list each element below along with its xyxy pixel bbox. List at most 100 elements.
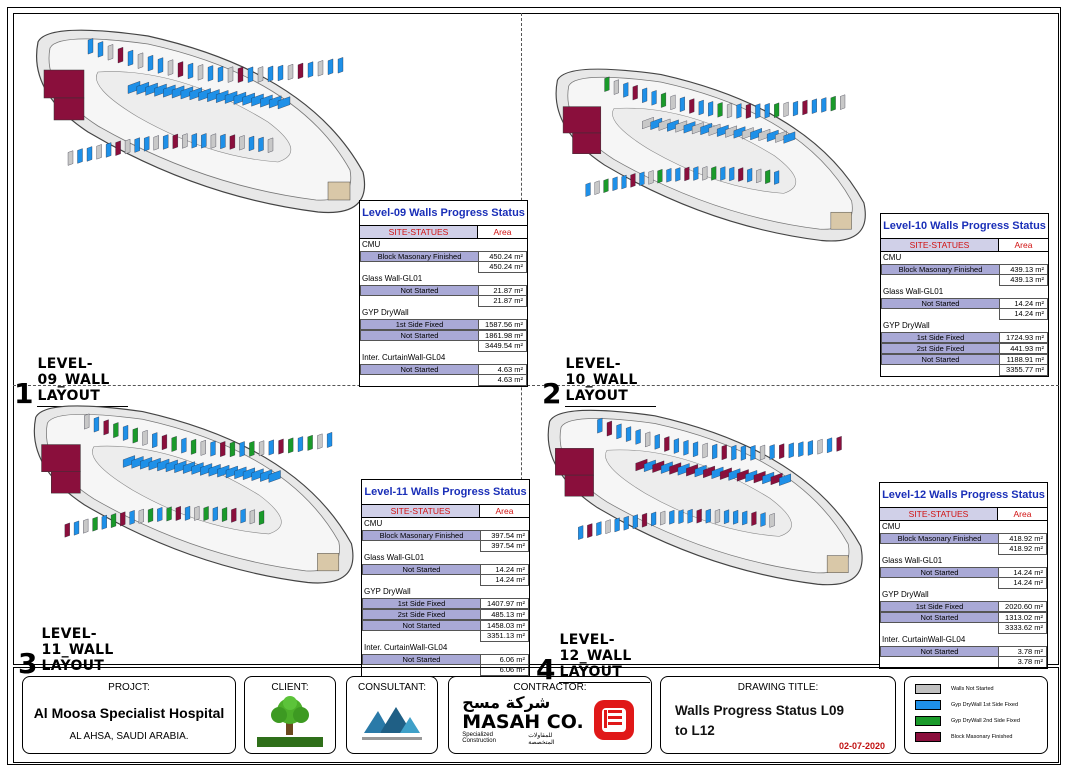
drawing-frame [13, 13, 1059, 665]
wall-segment [721, 444, 727, 461]
wall-segment [670, 94, 676, 110]
masonry-room [564, 474, 594, 497]
wall-segment [613, 79, 619, 95]
client-logo-tree-icon [257, 696, 323, 747]
wall-segment [268, 439, 274, 456]
wall-segment [317, 60, 324, 77]
wall-segment [166, 506, 172, 522]
total-spacer [880, 544, 998, 555]
area-cell: 450.24 m² [478, 251, 527, 262]
group-total-row: 14.24 m² [880, 578, 1047, 589]
wall-segment [197, 64, 204, 81]
group-total: 21.87 m² [478, 296, 527, 307]
status-cell: 2st Side Fixed [881, 343, 999, 354]
wall-segment [657, 169, 663, 184]
core-wall [191, 462, 204, 475]
legend-label: Gyp DryWall 1st Side Fixed [951, 702, 1019, 708]
wall-segment [623, 82, 629, 98]
wall-segment [210, 440, 216, 457]
core-wall [703, 465, 715, 479]
wall-segment [642, 87, 648, 103]
floor-plan-level-09[interactable] [28, 22, 378, 227]
contractor-tagline-ar: للمقاولات المتخصصة [528, 733, 555, 746]
wall-segment [614, 517, 620, 533]
wall-segment [724, 509, 730, 525]
wall-segment [738, 167, 744, 182]
wall-segment [751, 511, 757, 526]
wall-segment [77, 148, 83, 164]
status-cell: Not Started [360, 364, 478, 375]
area-cell: 1188.91 m² [999, 354, 1048, 365]
area-cell: 1587.56 m² [478, 319, 527, 330]
wall-segment [83, 518, 89, 534]
core-wall [251, 93, 264, 107]
wall-segment [144, 136, 150, 152]
floor-plan-level-10[interactable] [548, 58, 878, 258]
group-name: Inter. CurtainWall-GL04 [362, 353, 446, 362]
wall-segment [152, 432, 158, 449]
wall-segment [661, 92, 666, 108]
wall-segment [621, 174, 627, 190]
group-name: Inter. CurtainWall-GL04 [882, 635, 966, 644]
floor-plan-level-11[interactable] [26, 395, 366, 600]
wall-segment [779, 443, 785, 459]
wall-segment [669, 509, 675, 525]
masonry-room [41, 444, 81, 472]
wall-segment [200, 439, 206, 456]
consultant-heading: CONSULTANT: [358, 682, 426, 693]
wall-segment [297, 62, 304, 80]
layout-number: 3 [18, 647, 38, 680]
total-spacer [881, 275, 999, 286]
core-wall [753, 471, 766, 484]
wall-segment [122, 425, 129, 441]
header-site-status: SITE-STATUES [362, 505, 480, 517]
floor-plan-level-12[interactable] [540, 398, 875, 603]
wall-segment [616, 423, 622, 440]
total-spacer [880, 578, 998, 589]
wall-segment [727, 102, 732, 119]
status-cell: 2st Side Fixed [362, 609, 480, 620]
layout-number: 2 [542, 377, 562, 410]
drawing-title-box: DRAWING TITLE: Walls Progress Status L09… [660, 676, 896, 754]
group-total: 439.13 m² [999, 275, 1048, 286]
total-spacer [360, 262, 478, 273]
wall-segment [645, 431, 651, 448]
service-room [826, 555, 849, 574]
total-spacer [360, 375, 478, 386]
wall-segment [587, 523, 593, 538]
group-name: GYP DryWall [882, 590, 929, 599]
wall-segment [278, 438, 284, 455]
group-total: 4.63 m² [478, 375, 527, 386]
wall-segment [64, 522, 70, 538]
header-area: Area [1013, 509, 1032, 519]
wall-segment [249, 440, 255, 457]
wall-segment [220, 441, 226, 457]
